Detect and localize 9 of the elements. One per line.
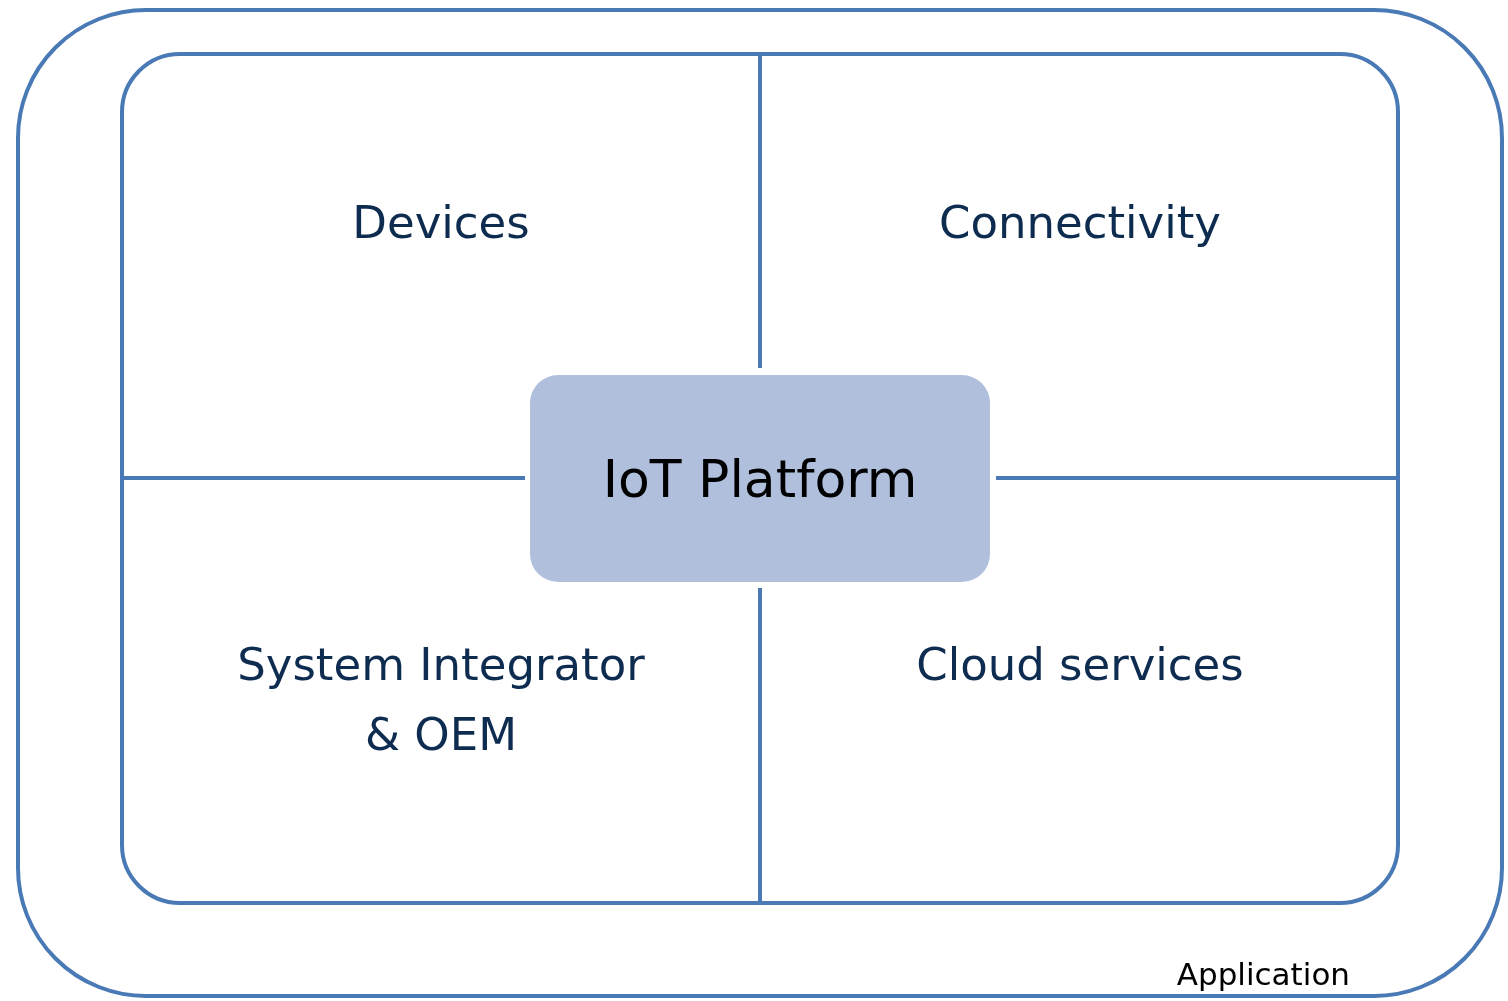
segment-label: Connectivity [938,195,1222,251]
application-frame [16,8,1504,998]
frame-label: Application [1176,956,1350,992]
segment-label: System Integrator & OEM [236,637,646,763]
platform-box [530,375,990,582]
segment-label: Cloud services [915,637,1245,693]
segment-label: Devices [351,195,531,251]
rounded-panel [120,52,1400,905]
platform-label: IoT Platform [602,448,918,509]
